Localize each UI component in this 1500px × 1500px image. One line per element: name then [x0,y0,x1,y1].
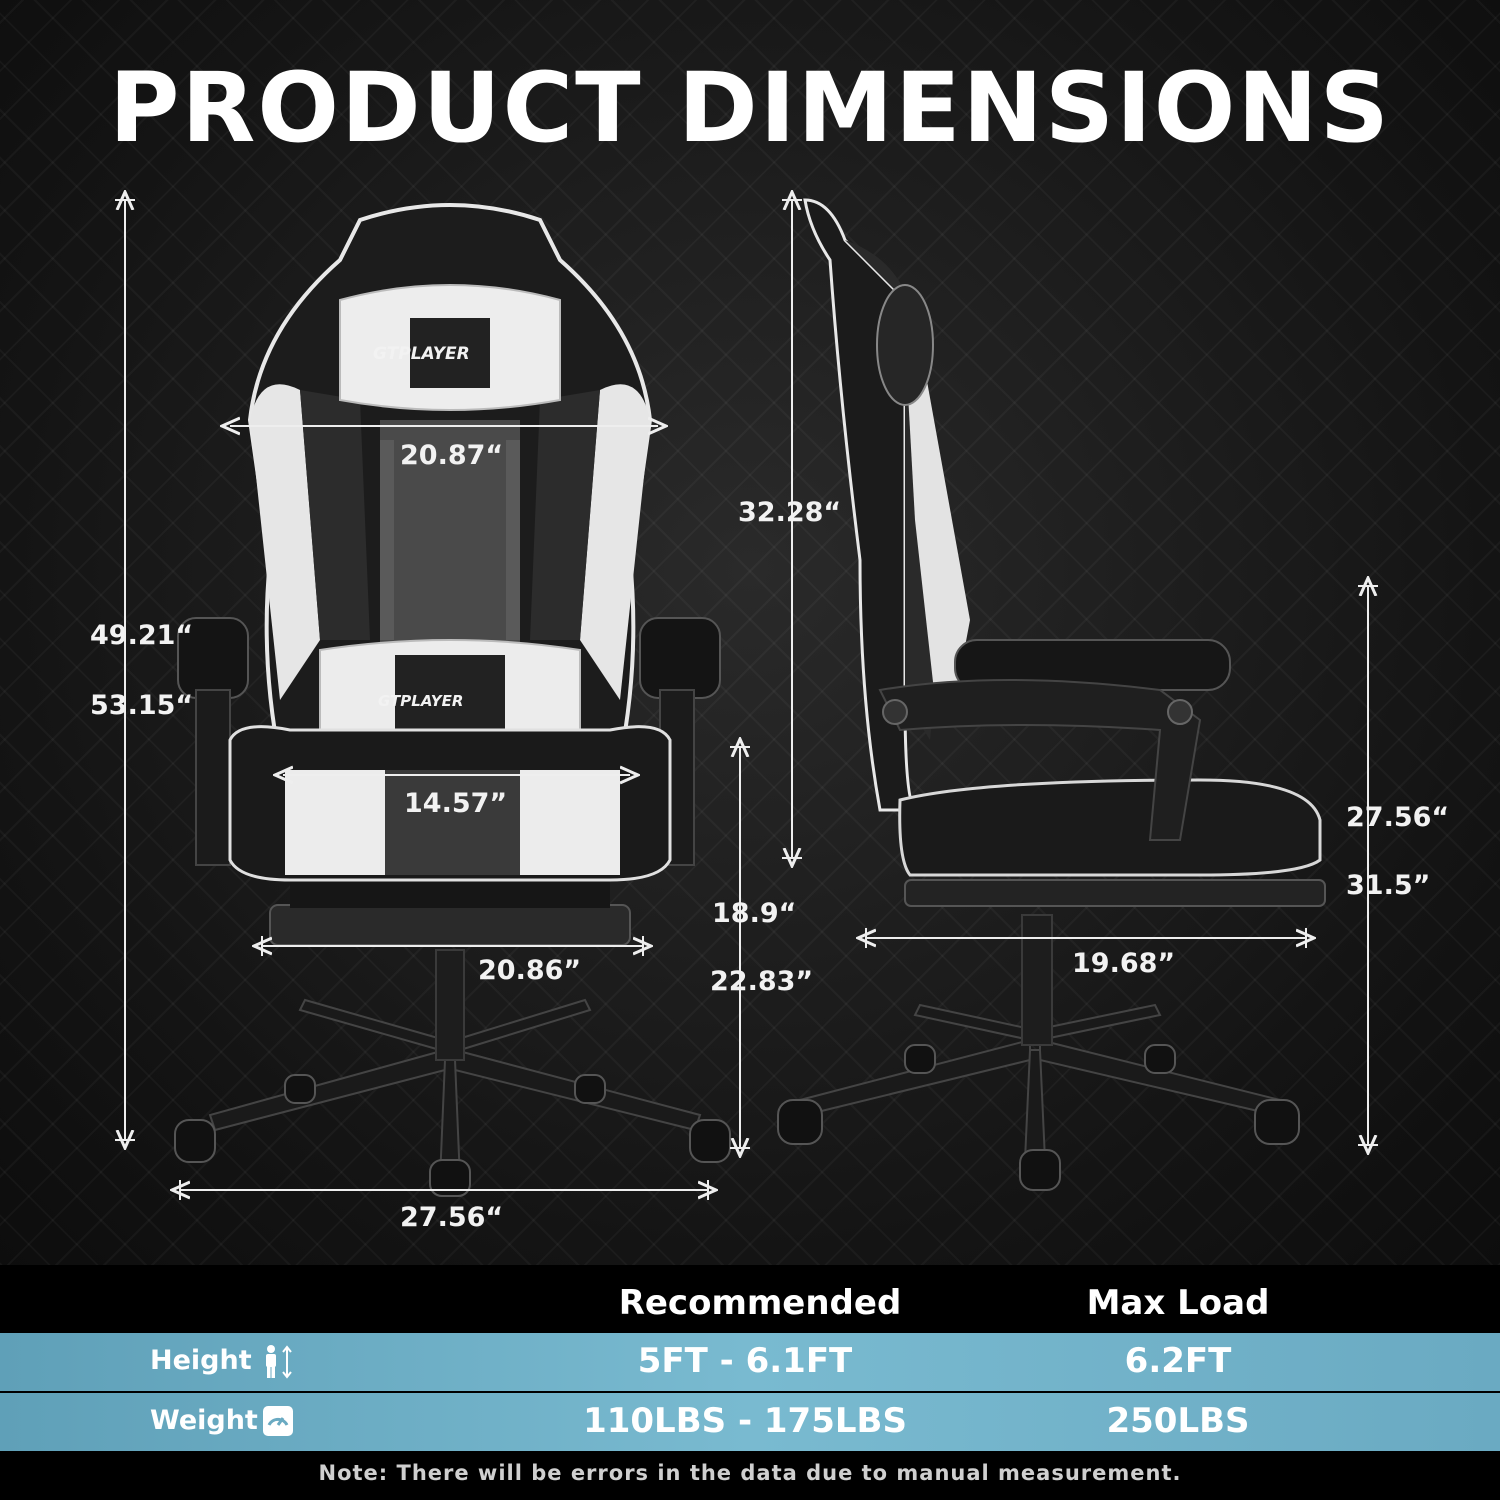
measurement-note: Note: There will be errors in the data d… [318,1461,1182,1485]
height-recommended: 5FT - 6.1FT [637,1341,853,1381]
dim-headrest-width: 20.87“ [400,440,504,471]
col-header-max-load: Max Load [1086,1283,1270,1323]
brand-logo-headrest: GTPLAYER [373,344,470,364]
dim-seat-height-max: 22.83” [710,966,814,997]
scale-weight-icon [263,1406,293,1436]
dim-total-height-min: 49.21“ [90,620,194,651]
dim-seat-width: 14.57” [404,788,508,819]
user-fit-table: Recommended Max Load Height 5FT - 6.1FT … [0,1265,1500,1500]
table-row-height: Height 5FT - 6.1FT 6.2FT [0,1333,1500,1391]
front-chair [174,203,731,1197]
table-row-weight: Weight 110LBS - 175LBS 250LBS [0,1393,1500,1451]
dim-base-width: 27.56“ [400,1202,504,1233]
person-height-icon [266,1345,292,1379]
weight-max-load: 250LBS [1106,1401,1250,1441]
dim-seat-height-min: 18.9“ [712,898,797,929]
dim-seat-depth: 19.68” [1072,948,1176,979]
col-header-recommended: Recommended [618,1283,902,1323]
chair-illustration [115,0,1378,1200]
row-label-weight: Weight [150,1405,258,1436]
dim-backrest-height: 32.28“ [738,497,842,528]
side-chair [777,198,1326,1191]
dim-total-height-max: 53.15“ [90,690,194,721]
dim-armrest-height-max: 31.5” [1346,870,1431,901]
row-label-height: Height [150,1345,252,1376]
height-max-load: 6.2FT [1124,1341,1232,1381]
weight-recommended: 110LBS - 175LBS [583,1401,907,1441]
dimension-lines [115,200,1378,1200]
page-title: PRODUCT DIMENSIONS [109,52,1391,164]
dim-armrest-height-min: 27.56“ [1346,802,1450,833]
brand-logo-lumbar: GTPLAYER [378,692,464,710]
background [0,0,1500,1265]
dim-footrest-width: 20.86” [478,955,582,986]
